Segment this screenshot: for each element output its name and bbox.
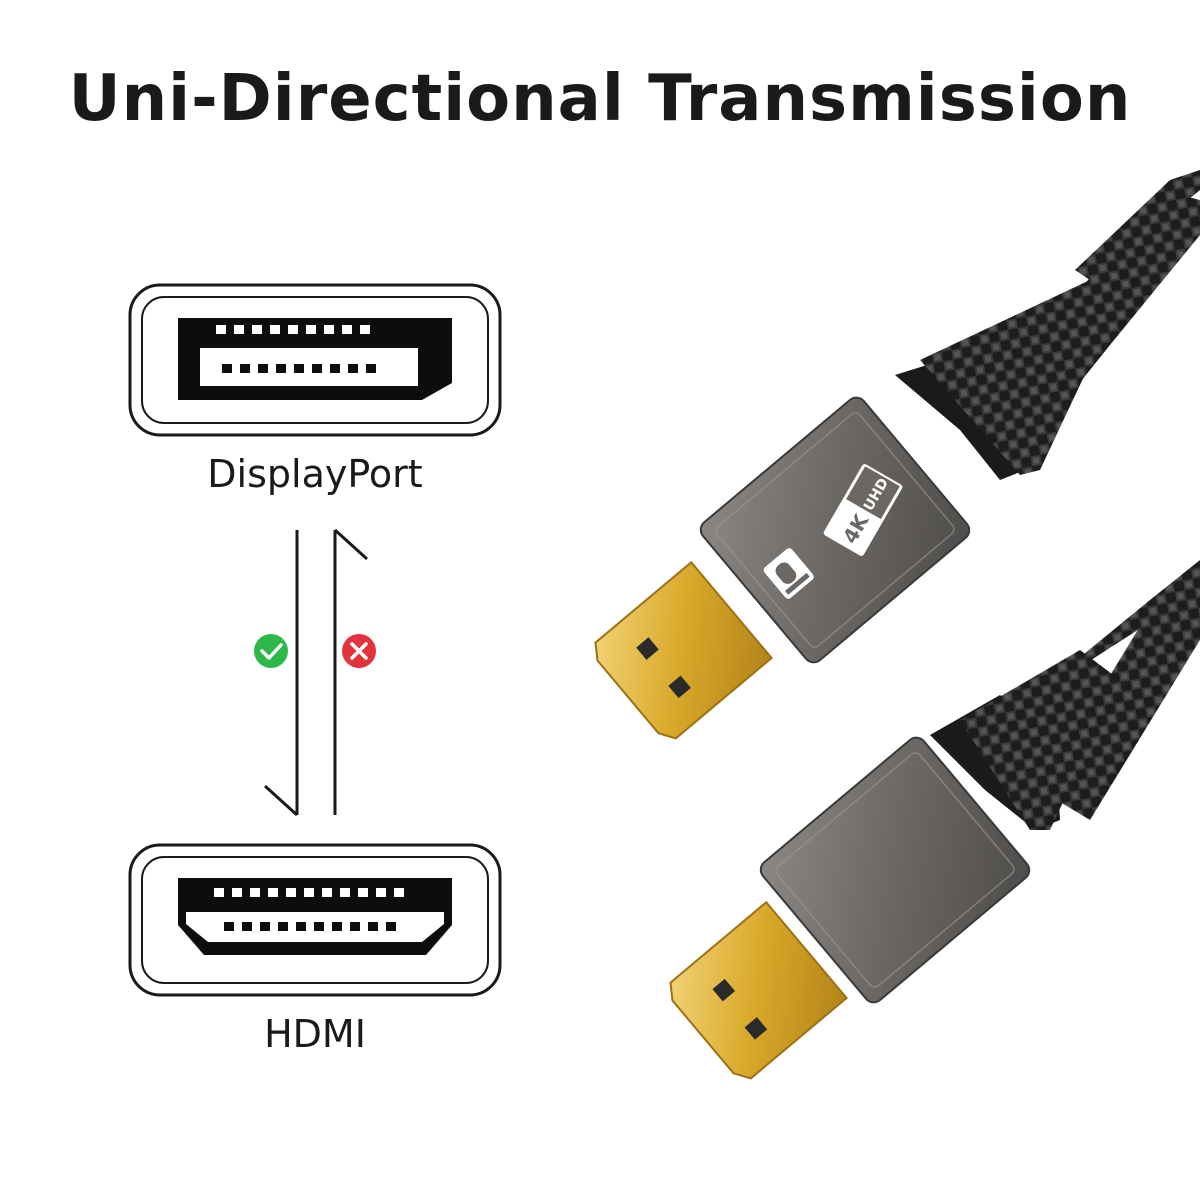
reverse-arrow [333,528,369,815]
page-title: Uni-Directional Transmission [68,62,1132,136]
displayport-label: DisplayPort [207,452,423,496]
forward-arrow [263,530,299,817]
upper-cable: 4K UHD [594,170,1200,740]
hdmi-port-icon [128,843,502,997]
hdmi-label: HDMI [264,1012,366,1056]
displayport-port-icon [128,283,502,437]
displayport-logo-icon [763,548,814,599]
lower-cable [669,560,1200,1080]
check-icon [254,634,288,668]
cross-icon [342,634,376,668]
lower-displayport-plug [669,900,848,1080]
upper-displayport-plug [594,560,773,740]
uhd-4k-badge: 4K UHD [823,464,903,556]
